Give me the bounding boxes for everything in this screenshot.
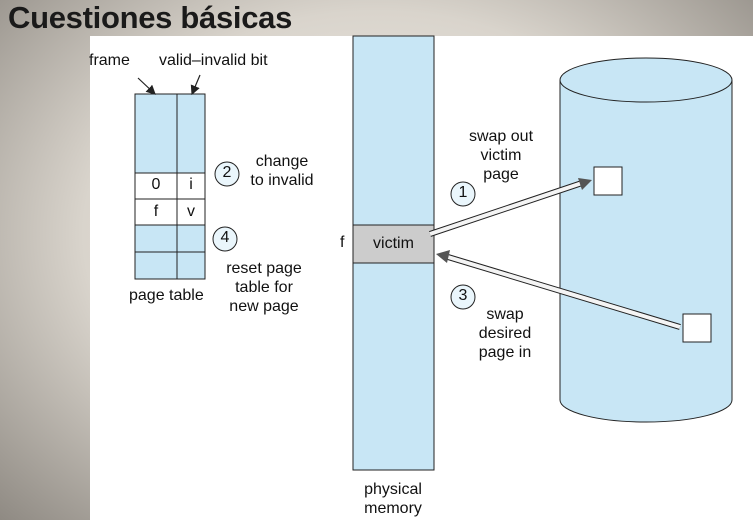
step-3-text: swap desired page in — [478, 306, 532, 361]
step-2-number: 2 — [222, 164, 232, 181]
step-1-number: 1 — [458, 184, 468, 201]
step-1-text: swap out victim page — [468, 128, 534, 183]
disk-desired-block — [682, 313, 712, 343]
disk-cylinder — [559, 57, 733, 423]
physical-memory-caption: physical memory — [364, 481, 422, 517]
step-2-circle — [214, 161, 240, 187]
bit-pointer-arrow — [190, 74, 201, 96]
victim-frame — [352, 224, 435, 264]
page-table-caption: page table — [129, 287, 204, 304]
frame-pointer-arrow — [137, 77, 156, 95]
disk-top — [559, 57, 733, 103]
step-4-text: reset page table for new page — [226, 260, 302, 315]
physical-memory — [352, 35, 435, 471]
victim-label: victim — [373, 235, 414, 252]
slide-title: Cuestiones básicas — [8, 0, 293, 35]
memory-frame-label: f — [340, 234, 345, 251]
step-3-number: 3 — [458, 287, 468, 304]
swap-out-arrow — [429, 178, 592, 237]
swap-in-arrow — [436, 250, 681, 330]
step-1-circle — [450, 181, 476, 207]
victim-entry-frame: 0 — [151, 176, 161, 193]
step-3-circle — [450, 284, 476, 310]
page-table — [134, 93, 206, 280]
step-4-circle — [212, 226, 238, 252]
victim-entry-bit: i — [189, 176, 193, 193]
step-2-text: change to invalid — [250, 153, 314, 189]
step-4-number: 4 — [220, 229, 230, 246]
frame-label: frame — [89, 52, 130, 69]
valid-invalid-bit-label: valid–invalid bit — [159, 52, 268, 69]
disk-victim-block — [593, 166, 623, 196]
new-entry-frame: f — [153, 203, 159, 220]
new-entry-bit: v — [187, 203, 195, 220]
